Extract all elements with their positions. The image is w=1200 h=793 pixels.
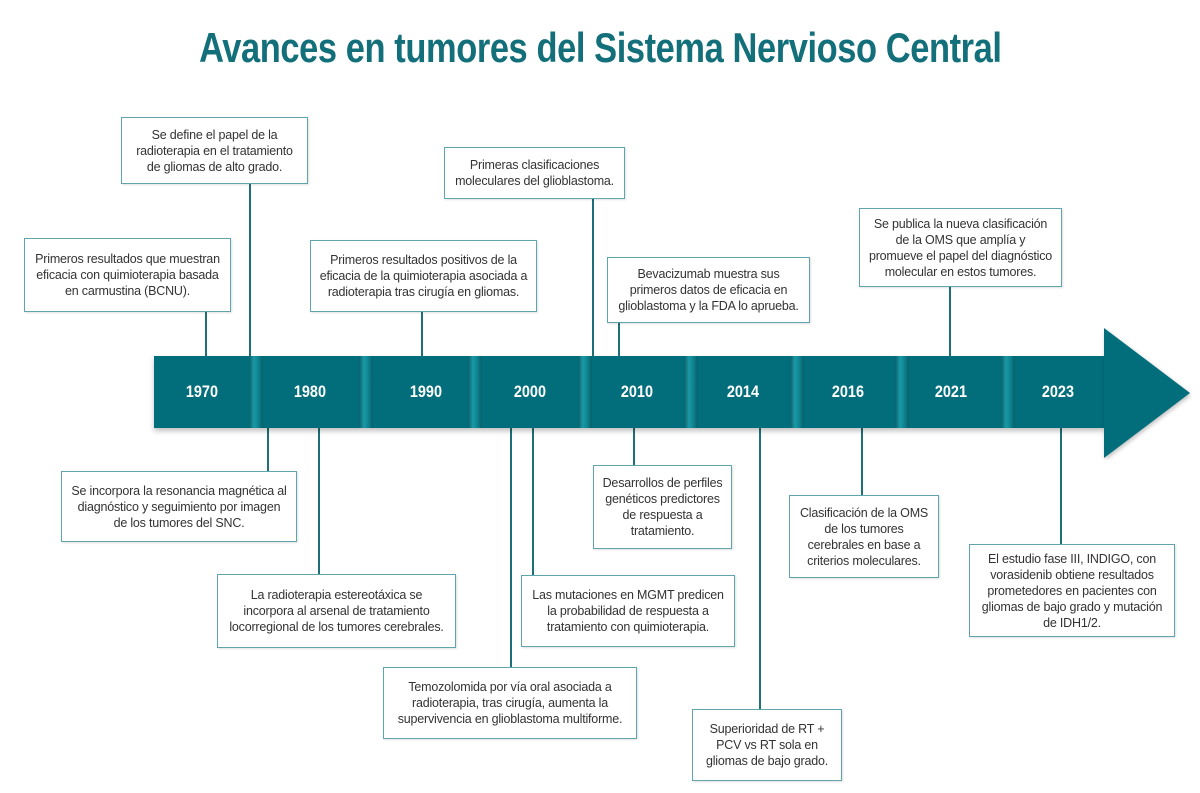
event-box-2010-bevacizumab: Bevacizumab muestra sus primeros datos d…: [607, 257, 810, 323]
timeline-bar: 1970 1980 1990 2000 2010 2014 2016 2021 …: [154, 356, 1106, 428]
year-2014: 2014: [726, 382, 760, 401]
connector: [633, 428, 635, 466]
event-box-2000-temozolomida: Temozolomida por vía oral asociada a rad…: [383, 667, 637, 739]
bar-divider: [895, 356, 909, 428]
connector: [205, 311, 207, 357]
connector: [949, 286, 951, 357]
bar-divider: [790, 356, 804, 428]
connector: [510, 428, 512, 668]
bar-divider: [1001, 356, 1015, 428]
year-2023: 2023: [1041, 382, 1075, 401]
event-box-2010-perfiles: Desarrollos de perfiles genéticos predic…: [593, 465, 732, 549]
connector: [318, 428, 320, 575]
connector: [592, 198, 594, 357]
arrow-head-icon: [1104, 328, 1190, 458]
event-box-2010-clasificaciones: Primeras clasificaciones moleculares del…: [444, 147, 625, 199]
event-box-1980-resonancia: Se incorpora la resonancia magnética al …: [61, 471, 297, 542]
event-box-1970-bcnu: Primeros resultados que muestran eficaci…: [24, 238, 231, 312]
bar-divider: [359, 356, 373, 428]
year-2010: 2010: [620, 382, 654, 401]
event-box-2000-mgmt: Las mutaciones en MGMT predicen la proba…: [521, 575, 735, 647]
connector: [759, 428, 761, 710]
year-1970: 1970: [185, 382, 219, 401]
connector: [861, 428, 863, 496]
connector: [249, 183, 251, 357]
event-box-1990-quimio-radio: Primeros resultados positivos de la efic…: [310, 240, 537, 312]
event-box-1970-radioterapia: Se define el papel de la radioterapia en…: [121, 117, 308, 184]
event-box-2016-oms: Clasificación de la OMS de los tumores c…: [789, 495, 939, 578]
event-box-2023-indigo: El estudio fase III, INDIGO, con vorasid…: [969, 544, 1175, 637]
bar-divider: [249, 356, 263, 428]
title-text: Avances en tumores del Sistema Nervioso …: [198, 24, 1002, 71]
year-2016: 2016: [831, 382, 865, 401]
year-2000: 2000: [513, 382, 547, 401]
event-box-1980-estereotaxica: La radioterapia estereotáxica se incorpo…: [217, 574, 456, 648]
bar-divider: [578, 356, 592, 428]
year-2021: 2021: [934, 382, 968, 401]
connector: [532, 428, 534, 576]
connector: [421, 311, 423, 357]
connector: [1060, 428, 1062, 545]
bar-divider: [468, 356, 482, 428]
page-title: Avances en tumores del Sistema Nervioso …: [0, 24, 1200, 72]
event-box-2014-rt-pcv: Superioridad de RT + PCV vs RT sola en g…: [692, 709, 842, 781]
connector: [267, 428, 269, 472]
bar-divider: [684, 356, 698, 428]
connector: [618, 322, 620, 357]
year-1980: 1980: [293, 382, 327, 401]
event-box-2021-oms: Se publica la nueva clasificación de la …: [859, 208, 1062, 287]
year-1990: 1990: [409, 382, 443, 401]
